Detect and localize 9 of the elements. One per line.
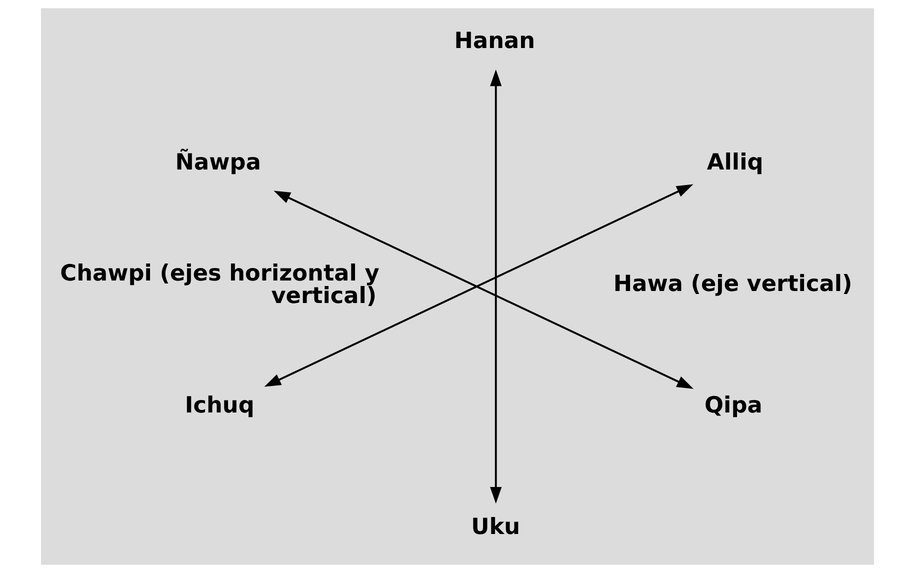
label: Hawa (eje vertical): [613, 270, 852, 297]
node-text: Ichuq: [184, 392, 254, 418]
node-text: Ñawpa: [175, 149, 261, 176]
node-text: Alliq: [706, 149, 764, 176]
node-text: Qipa: [704, 392, 762, 418]
arrow: [490, 70, 502, 504]
node-text: Hanan: [454, 28, 536, 54]
node-text: Uku: [471, 514, 520, 540]
label: Chawpi (ejes horizontal y vertical): [60, 260, 380, 309]
